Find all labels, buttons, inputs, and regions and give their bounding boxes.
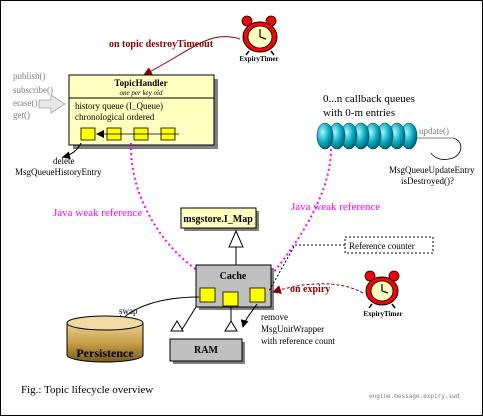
op-publish: publish() <box>13 71 46 81</box>
topic-operations: publish() subscribe() erase() get() <box>13 71 66 120</box>
i-map-box <box>180 207 257 229</box>
alarm-clock-icon <box>364 270 400 309</box>
callback-queue-discs <box>316 122 418 150</box>
ops-arrow-icon <box>38 94 66 114</box>
op-subscribe: subscribe() <box>13 85 53 95</box>
cache-entry <box>199 287 216 303</box>
expiry-timer-right: ExpiryTimer on expiry <box>272 270 403 318</box>
source-file-label: engine.message.expiry.swd <box>369 393 460 400</box>
update-loop-arrow <box>430 137 462 160</box>
figure-caption: Fig.: Topic lifecycle overview <box>21 384 153 396</box>
topic-handler-title: TopicHandler <box>114 78 167 88</box>
expiry-timer-top-label: ExpiryTimer <box>239 55 278 63</box>
update-call-label: update() <box>419 126 449 136</box>
persistence-label: Persistence <box>76 346 134 360</box>
cache-label: Cache <box>220 271 247 282</box>
persistence-store: Persistence <box>66 315 144 363</box>
delete-note-line2: MsgQueueHistoryEntry <box>15 167 102 177</box>
update-entry-line1: MsgQueueUpdateEntry <box>389 165 475 175</box>
weak-reference-label-right: Java weak reference <box>291 201 380 213</box>
history-queue-cell <box>80 127 96 141</box>
persistence-cylinder-top <box>66 315 144 331</box>
remove-note-line1: remove <box>261 312 288 322</box>
alarm-clock-icon <box>241 15 278 56</box>
persistence-cylinder-body <box>66 323 144 363</box>
weak-reference-arrow-right <box>262 148 332 286</box>
ram-label: RAM <box>194 345 218 356</box>
delete-note-line1: delete <box>53 156 75 166</box>
persistence-implements-arrow <box>170 320 184 332</box>
op-get: get() <box>13 110 30 120</box>
remove-note-line2: MsgUnitWrapper <box>261 324 324 334</box>
destroy-timeout-arrow <box>143 36 241 76</box>
cache-entry <box>222 291 239 307</box>
callback-title-line2: with 0-m entries <box>323 107 395 119</box>
expiry-timer-right-label: ExpiryTimer <box>363 310 402 318</box>
history-queue-label: history queue (I_Queue) <box>75 101 163 111</box>
i-map-interface: msgstore.I_Map <box>180 207 259 265</box>
delete-arrow <box>62 142 82 160</box>
reference-counter-pointer <box>268 244 345 292</box>
swap-label: swap <box>119 306 138 316</box>
destroy-timeout-event-label: on topic destroyTimeout <box>109 39 214 50</box>
callback-queues: 0...n callback queues with 0-m entries u… <box>316 93 475 186</box>
expiry-arrow <box>272 283 364 294</box>
expiry-timer-top: ExpiryTimer on topic destroyTimeout <box>109 15 279 76</box>
i-map-label: msgstore.I_Map <box>183 214 253 225</box>
history-queue-order-label: chronological ordered <box>75 112 155 122</box>
reference-counter-label: Reference counter <box>349 241 415 251</box>
weak-reference-label-left: Java weak reference <box>53 207 142 219</box>
cache-entry <box>249 287 266 303</box>
topic-handler-subtitle: one per key oid <box>120 89 163 97</box>
ram-store: RAM <box>169 338 245 364</box>
expiry-event-label: on expiry <box>290 284 330 295</box>
history-queue-cells <box>80 127 179 141</box>
ram-implements-arrow <box>224 320 238 332</box>
update-entry-line2: isDestroyed()? <box>401 176 454 186</box>
ram-box <box>169 338 243 362</box>
topic-handler: TopicHandler one per key oid history que… <box>68 74 218 149</box>
op-erase: erase() <box>13 98 37 108</box>
remove-note-line3: with reference count <box>261 336 335 346</box>
cache: Cache <box>195 264 274 310</box>
remove-arrow <box>240 303 258 328</box>
callback-title-line1: 0...n callback queues <box>323 93 415 105</box>
implements-arrow <box>228 229 244 248</box>
